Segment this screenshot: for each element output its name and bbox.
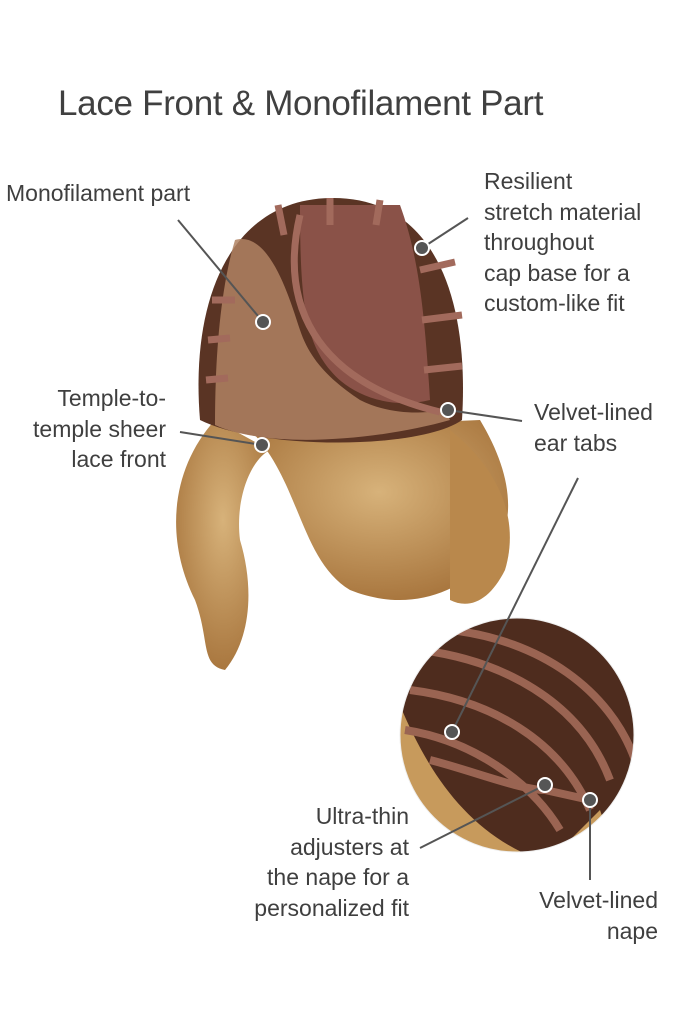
label-line: Velvet-lined — [534, 399, 653, 425]
label-line: Temple-to- — [57, 385, 166, 411]
label-line: Velvet-lined — [539, 887, 658, 913]
label-line: Ultra-thin — [315, 803, 409, 829]
label-line: throughout — [484, 229, 594, 255]
label-line: adjusters at — [290, 833, 409, 860]
label-line: cap base for a — [484, 259, 630, 286]
label-adjusters: Ultra-thin adjusters at the nape for a p… — [254, 801, 409, 923]
label-line: temple sheer — [33, 415, 166, 442]
label-lace-front: Temple-to- temple sheer lace front — [33, 383, 166, 475]
label-line: lace front — [71, 446, 166, 472]
label-line: ear tabs — [534, 429, 618, 456]
wig-cap — [198, 197, 463, 443]
label-line: stretch material — [484, 198, 642, 225]
label-monofilament-part: Monofilament part — [6, 180, 191, 206]
label-line: nape — [606, 917, 658, 944]
label-line: Resilient — [484, 168, 573, 194]
leader-lines — [177, 217, 598, 880]
label-line: custom-like fit — [484, 290, 625, 316]
label-velvet-nape: Velvet-lined nape — [539, 885, 658, 946]
label-line: the nape for a — [267, 864, 409, 890]
label-ear-tabs: Velvet-lined ear tabs — [534, 397, 653, 458]
hair — [176, 420, 510, 670]
label-line: personalized fit — [254, 894, 409, 921]
nape-inset — [400, 618, 634, 852]
page-title: Lace Front & Monofilament Part — [58, 84, 544, 123]
label-resilient-material: Resilient stretch material throughout ca… — [484, 166, 641, 319]
